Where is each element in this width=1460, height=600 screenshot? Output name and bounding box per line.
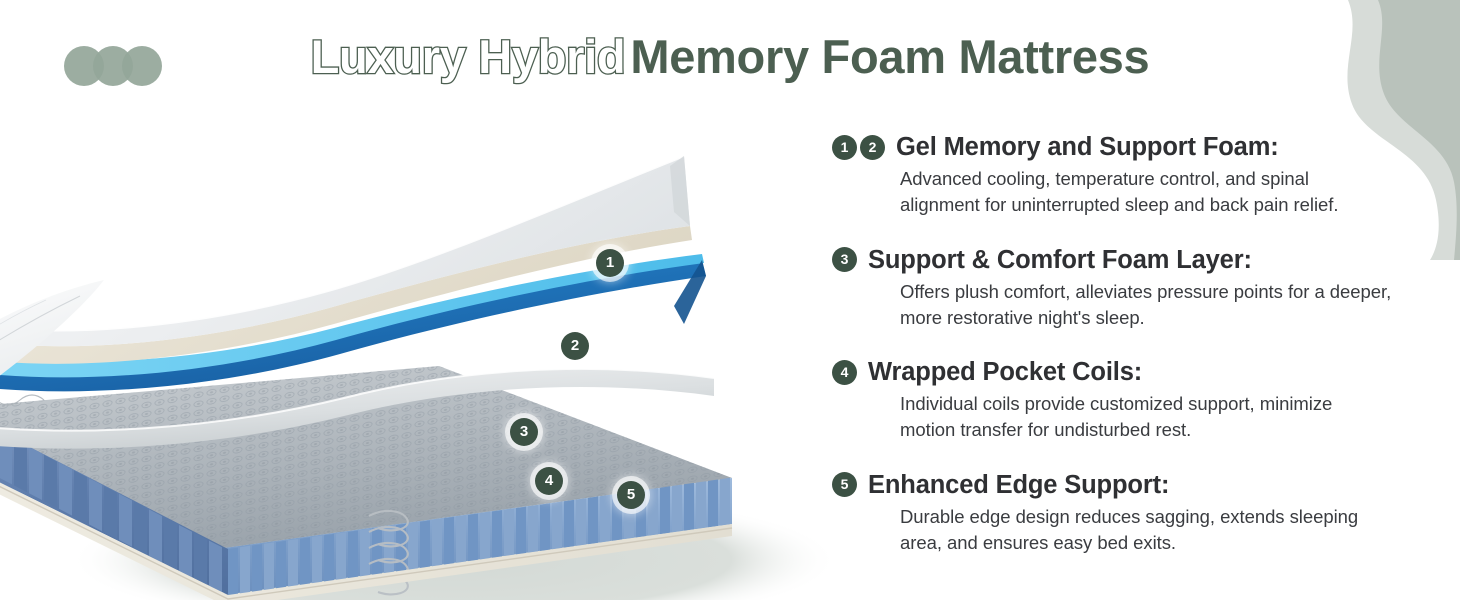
feature-description: Advanced cooling, temperature control, a…: [900, 168, 1339, 216]
quilted-top-cover: [0, 154, 690, 347]
feature-header: 5 Enhanced Edge Support:: [832, 471, 1392, 499]
feature-title: Support & Comfort Foam Layer:: [868, 245, 1252, 274]
callout-badge-5[interactable]: 5: [617, 481, 645, 509]
feature-description: Durable edge design reduces sagging, ext…: [900, 505, 1359, 554]
title-outlined-part: Luxury Hybrid: [309, 30, 627, 83]
feature-title: Wrapped Pocket Coils:: [868, 358, 1143, 387]
base-rail-stitch: [0, 485, 733, 600]
callout-badge-3[interactable]: 3: [510, 418, 538, 446]
feature-badge-group: 4: [832, 359, 857, 385]
feature-badge-1: 1: [832, 134, 857, 160]
coil-cylinders-left: [0, 431, 228, 595]
feature-title: Gel Memory and Support Foam:: [896, 133, 1279, 161]
feature-description: Offers plush comfort, alleviates pressur…: [900, 280, 1392, 328]
feature-title: Enhanced Edge Support:: [868, 470, 1170, 499]
feature-badge-5: 5: [832, 472, 857, 498]
feature-item-gel-memory-foam: 1 2 Gel Memory and Support Foam: Advance…: [832, 133, 1392, 219]
feature-badge-3: 3: [832, 247, 857, 273]
callout-badge-4[interactable]: 4: [535, 467, 563, 495]
title-solid-part: Memory Foam Mattress: [630, 30, 1150, 83]
feature-badge-group: 1 2: [832, 134, 885, 160]
support-comfort-foam-layer: [0, 367, 715, 449]
feature-item-support-comfort-foam: 3 Support & Comfort Foam Layer: Offers p…: [832, 246, 1392, 332]
feature-badge-4: 4: [832, 359, 857, 385]
feature-badge-2: 2: [860, 134, 885, 160]
mattress-cutaway-svg: [0, 154, 839, 600]
cream-memory-foam-layer: [0, 226, 692, 364]
feature-list: 1 2 Gel Memory and Support Foam: Advance…: [832, 133, 1392, 556]
feature-badge-group: 5: [832, 472, 857, 498]
quilted-mattress-surface: [0, 280, 104, 406]
mattress-illustration: 1 2 3 4 5: [0, 108, 864, 600]
base-rail: [0, 482, 732, 600]
feature-item-enhanced-edge-support: 5 Enhanced Edge Support: Durable edge de…: [832, 471, 1392, 557]
feature-header: 4 Wrapped Pocket Coils:: [832, 358, 1392, 386]
feature-header: 3 Support & Comfort Foam Layer:: [832, 246, 1392, 274]
blue-gel-layer: [0, 254, 706, 392]
three-circles-logo: [64, 46, 162, 86]
feature-header: 1 2 Gel Memory and Support Foam:: [832, 133, 1392, 161]
feature-item-wrapped-pocket-coils: 4 Wrapped Pocket Coils: Individual coils…: [832, 358, 1392, 444]
callout-badge-1[interactable]: 1: [596, 249, 624, 277]
feature-description: Individual coils provide customized supp…: [900, 393, 1333, 441]
feature-badge-group: 3: [832, 247, 857, 273]
callout-badge-2[interactable]: 2: [561, 332, 589, 360]
